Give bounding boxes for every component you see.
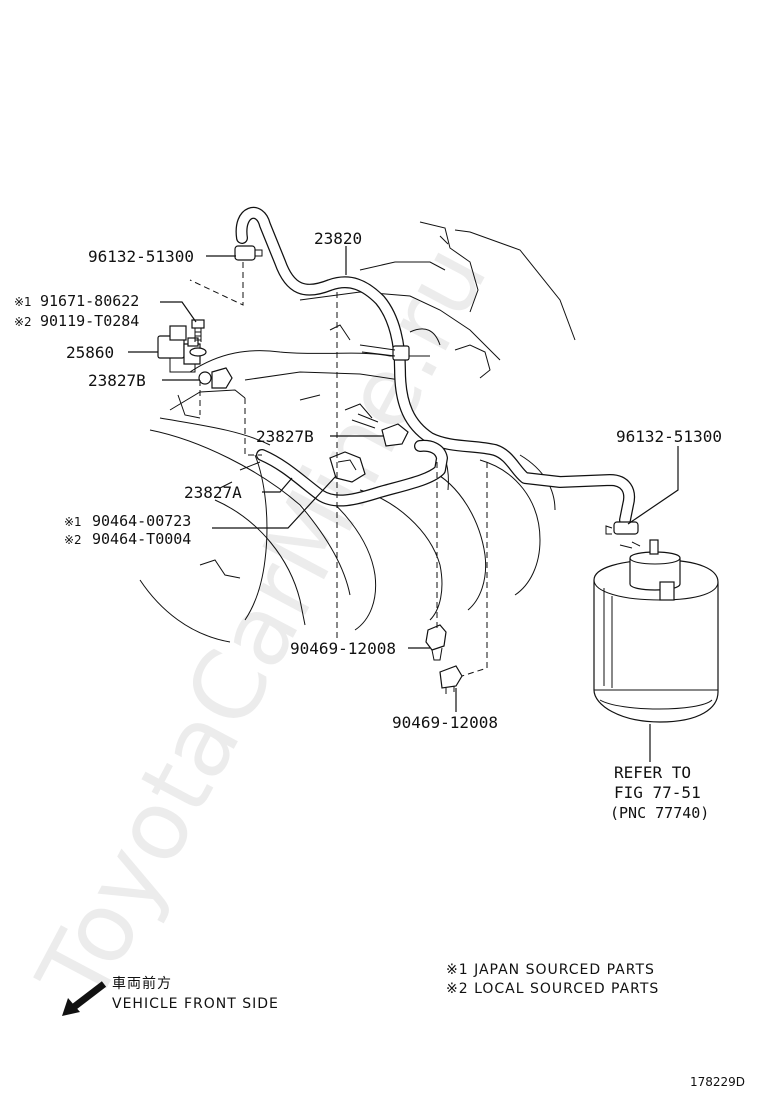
label-23820: 23820 bbox=[314, 229, 362, 248]
engine-outline bbox=[139, 221, 576, 643]
clip-90469-lower bbox=[439, 665, 463, 694]
label-23827b-mid: 23827B bbox=[256, 427, 314, 446]
hose-clamp-right bbox=[605, 521, 639, 535]
mark-local-1: ※2 bbox=[14, 315, 32, 329]
label-91671: 91671-80622 bbox=[40, 292, 139, 310]
leader-lines bbox=[128, 246, 679, 762]
label-90469-upper: 90469-12008 bbox=[290, 639, 396, 658]
legend-japan: ※1 JAPAN SOURCED PARTS bbox=[446, 962, 655, 978]
mark-japan-2: ※1 bbox=[64, 515, 82, 529]
label-23827b-left: 23827B bbox=[88, 371, 146, 390]
label-90469-lower: 90469-12008 bbox=[392, 713, 498, 732]
refer-line-1: REFER TO bbox=[614, 763, 691, 782]
hose-23820 bbox=[235, 206, 635, 526]
clip-90464 bbox=[329, 451, 366, 483]
charcoal-canister bbox=[593, 539, 719, 723]
hose-23827a bbox=[256, 439, 448, 507]
refer-line-2: FIG 77-51 bbox=[614, 783, 701, 802]
legend-local: ※2 LOCAL SOURCED PARTS bbox=[446, 981, 659, 997]
diagram-code: 178229D bbox=[690, 1075, 745, 1089]
mark-local-2: ※2 bbox=[64, 533, 82, 547]
mark-japan-1: ※1 bbox=[14, 295, 32, 309]
clamp-23827b-mid bbox=[351, 413, 409, 447]
label-96132-right: 96132-51300 bbox=[616, 427, 722, 446]
front-direction-arrow-icon bbox=[62, 981, 107, 1016]
label-90464-local: 90464-T0004 bbox=[92, 530, 191, 548]
clamp-23827b-left bbox=[198, 367, 233, 389]
hose-joint-mid bbox=[359, 344, 410, 361]
hose-clamp-top bbox=[234, 245, 263, 261]
refer-line-3: (PNC 77740) bbox=[610, 804, 709, 822]
label-90119: 90119-T0284 bbox=[40, 312, 139, 330]
direction-en: VEHICLE FRONT SIDE bbox=[112, 996, 279, 1012]
bolt-91671 bbox=[189, 319, 207, 357]
label-96132-top: 96132-51300 bbox=[88, 247, 194, 266]
label-90464-jp: 90464-00723 bbox=[92, 512, 191, 530]
clip-90469-upper bbox=[425, 624, 447, 661]
direction-jp: 車両前方 bbox=[112, 975, 172, 992]
label-25860: 25860 bbox=[66, 343, 114, 362]
label-23827a: 23827A bbox=[184, 483, 242, 502]
dashed-lines bbox=[189, 262, 488, 677]
